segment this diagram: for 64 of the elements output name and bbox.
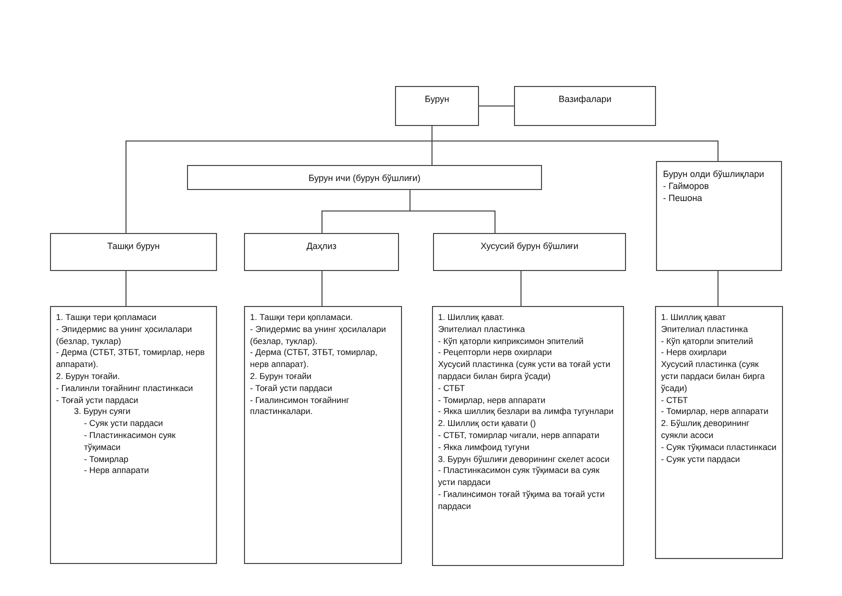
list-item: - Суяк усти пардаси [83,418,164,430]
list-item: - Томирлар, нерв аппарати [438,394,546,406]
list-item: - Рецепторли нерв охирлари [438,347,553,360]
heading-box [50,233,217,271]
list-item: - Гайморов [663,180,710,192]
list-item: 3. Бурун суяги [73,406,132,418]
list-item: - Суяк тўқимаси пластинкаси [661,442,777,454]
list-item: - Томирлар, нерв аппарати [661,406,770,418]
list-item: 1. Ташқи тери қопламаси. [250,312,354,324]
box-title: Бурун олди бўшлиқлари [663,168,766,180]
box-title: Даҳлиз [306,240,336,252]
list-item: - Эпидермис ва унинг ҳосилалари (безлар, туклар) [56,324,193,348]
list-item: - Дерма (СТБТ, ЗТБТ, томирлар, нерв аппарати). [56,347,206,371]
list-item: - Томирлар [83,454,130,466]
list-item: 2. Бурун тоғайи [250,370,312,383]
text-box [655,306,783,559]
list-item: - Гиалинли тоғайнинг пластинкаси [56,382,194,395]
list-item: - Гиалинсимон тоғайнинг пластинкалари. [250,394,350,418]
text-box [50,306,217,564]
list-item: 3. Бурун бўшлиғи деворининг скелет асоси [438,454,611,466]
text-box [432,306,624,566]
list-item: - Пластинкасимон суяк тўқимаси ва суяк усти пардаси [438,465,600,489]
list-item: - Суяк усти пардаси [661,454,741,466]
box-title: Вазифалари [558,93,612,105]
list-item: - Нерв аппарати [83,465,150,478]
box-title: Бурун [424,93,450,105]
list-item: - Тоғай усти пардаси [250,382,334,395]
heading-box [514,86,656,126]
list-item: - Кўп қаторли эпителий [661,336,754,348]
heading-box [433,233,626,271]
list-item: - СТБТ [438,382,466,395]
heading-box [244,233,399,271]
list-item: - Гиалинсимон тоғай тўқима ва тоғай усти пардаси [438,488,606,513]
box-title: Хусусий бурун бўшлиғи [480,240,578,252]
list-item: 2. Бўшлиқ деворининг суякли асоси [661,418,750,442]
list-item: - Эпидермис ва унинг ҳосилалари (безлар, туклар). [250,324,387,348]
heading-box [187,165,542,190]
list-item: 1. Ташқи тери қопламаси [56,312,158,324]
list-item: - СТБТ, томирлар чигали, нерв аппарати [438,430,600,442]
list-item: Эпителиал пластинка [438,324,526,336]
connector-line [410,190,496,234]
list-item: - Якка лимфоид тугуни [438,442,530,454]
list-item: 1. Шиллиқ қават. [438,312,506,324]
list-item: - Пешона [663,192,704,204]
list-item: - Дерма (СТБТ, ЗТБТ, томирлар, нерв аппарат). [250,347,378,371]
list-item: 2. Бурун тоғайи. [56,370,121,383]
heading-box [395,86,479,126]
connector-line [432,126,718,162]
list-item: - Кўп қаторли киприксимон эпителий [438,336,585,348]
list-item: - Якка шиллиқ безлари ва лимфа тугунлари [438,406,615,418]
box-title: Ташқи бурун [107,240,160,252]
box-title: Бурун ичи (бурун бўшлиғи) [308,172,420,184]
list-item: - Нерв охирлари [661,347,728,360]
list-item: - Тоғай усти пардаси [56,394,140,406]
list-item: 2. Шиллиқ ости қавати () [438,418,537,430]
list-item: - СТБТ [661,394,689,406]
connector-line [520,270,522,306]
text-box [244,306,402,564]
list-item: Хусусий пластинка (суяк усти пардаси билан бирга ўсади) [661,359,766,395]
list-item: Хусусий пластинка (суяк усти ва тоғай усти пардаси билан бирга ўсади) [438,359,612,383]
list-item: Эпителиал пластинка [661,324,749,336]
list-item: - Пластинкасимон суяк тўқимаси [83,430,177,454]
list-item: 1. Шиллиқ қават [661,312,727,324]
list-box [656,161,782,271]
